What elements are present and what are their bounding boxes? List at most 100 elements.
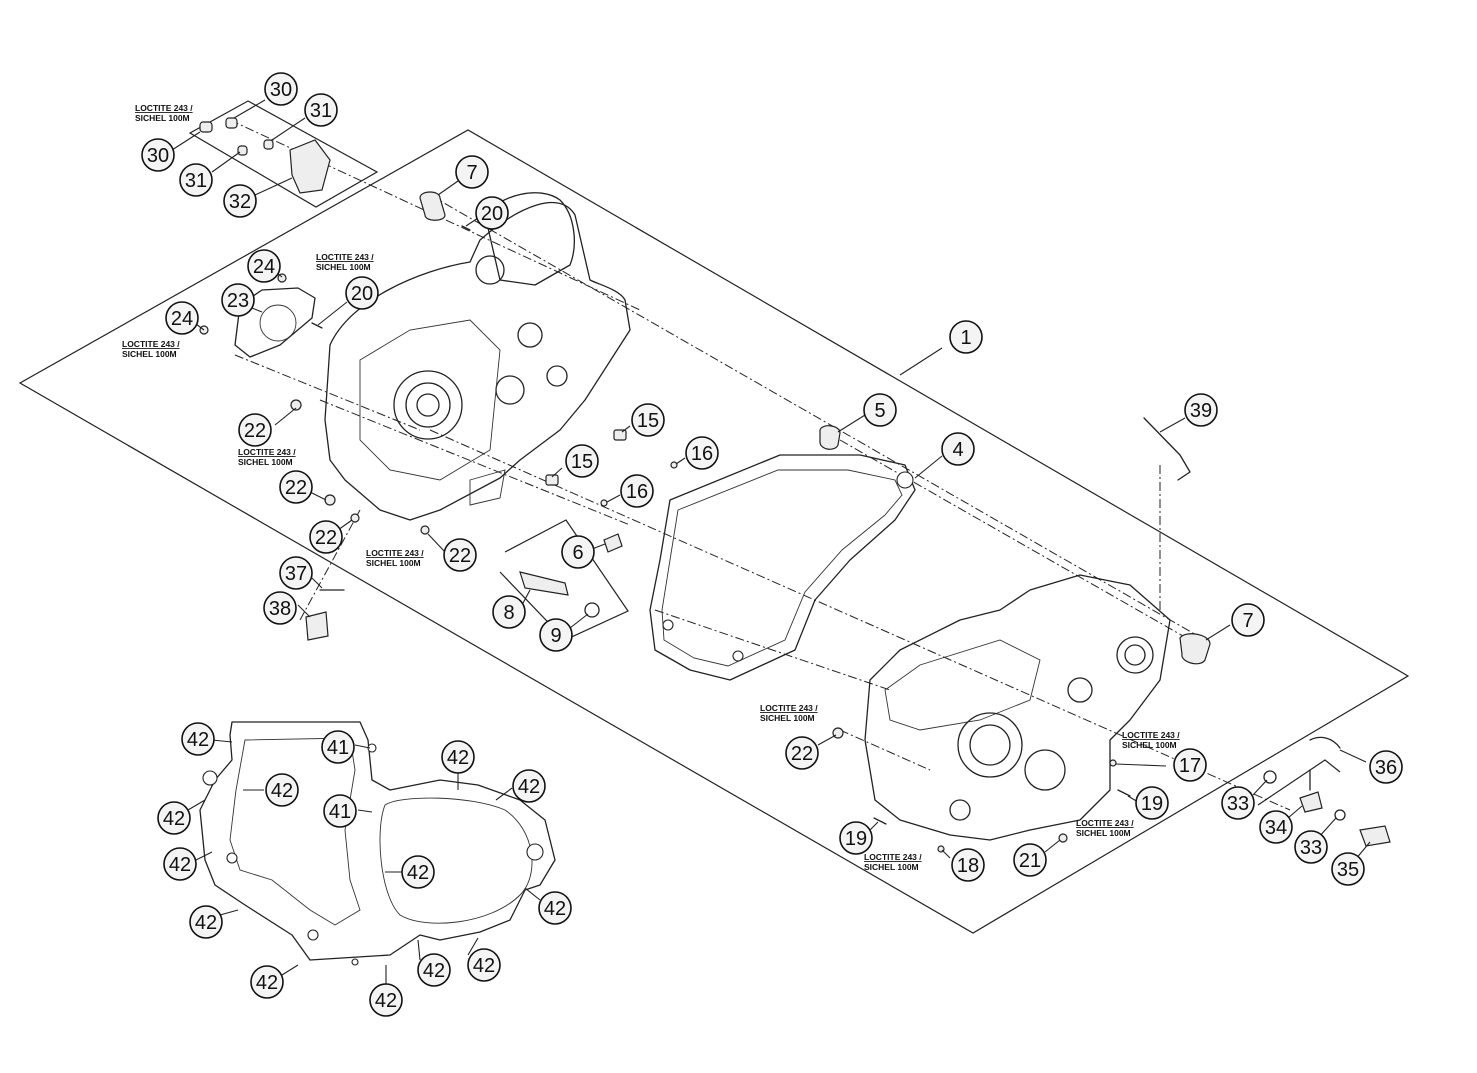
callout-number: 7 — [1242, 610, 1253, 632]
callout-number: 6 — [572, 542, 583, 564]
callout-leader-lines — [171, 99, 1371, 988]
callout-number: 36 — [1375, 757, 1397, 779]
callout-number: 42 — [375, 990, 397, 1012]
callout-bubble — [247, 249, 281, 283]
callout-bubble — [949, 320, 983, 354]
callout-22: 22 — [309, 520, 343, 554]
loctite-note: LOCTITE 243 /SICHEL 100M — [316, 252, 374, 272]
callout-22: 22 — [279, 470, 313, 504]
callout-number: 42 — [544, 898, 566, 920]
callout-20: 20 — [345, 276, 379, 310]
callout-number: 42 — [447, 747, 469, 769]
callout-number: 31 — [310, 100, 332, 122]
callout-30: 30 — [264, 72, 298, 106]
callout-bubble — [265, 773, 299, 807]
svg-text:SICHEL 100M: SICHEL 100M — [122, 349, 177, 359]
callout-42: 42 — [441, 740, 475, 774]
callout-bubble — [189, 905, 223, 939]
large-gasket-outline — [199, 721, 556, 966]
callout-number: 22 — [285, 477, 307, 499]
callout-16: 16 — [620, 474, 654, 508]
callout-number: 15 — [637, 410, 659, 432]
callout-31: 31 — [179, 163, 213, 197]
svg-text:LOCTITE 243 /: LOCTITE 243 / — [135, 103, 193, 113]
assembly-frame-sensor — [188, 100, 379, 208]
callout-bubble — [250, 965, 284, 999]
callout-number: 33 — [1227, 793, 1249, 815]
svg-text:LOCTITE 243 /: LOCTITE 243 / — [760, 703, 818, 713]
callout-38: 38 — [263, 591, 297, 625]
assembly-frame-crankcase — [18, 129, 1410, 934]
callout-number: 22 — [791, 743, 813, 765]
callout-number: 42 — [187, 729, 209, 751]
callout-5: 5 — [863, 393, 897, 427]
callout-bubble — [1013, 843, 1047, 877]
callout-42: 42 — [538, 891, 572, 925]
callout-bubble — [475, 196, 509, 230]
svg-text:SICHEL 100M: SICHEL 100M — [1122, 740, 1177, 750]
callout-9: 9 — [539, 618, 573, 652]
callout-7: 7 — [455, 155, 489, 189]
callout-number: 39 — [1190, 400, 1212, 422]
small-parts — [199, 191, 1391, 853]
callout-32: 32 — [223, 184, 257, 218]
callout-bubble — [238, 413, 272, 447]
callout-bubble — [141, 138, 175, 172]
callout-number: 20 — [351, 283, 373, 305]
callout-6: 6 — [561, 535, 595, 569]
callout-bubble — [321, 730, 355, 764]
callout-42: 42 — [369, 983, 403, 1017]
callout-bubble — [565, 444, 599, 478]
callout-number: 15 — [571, 451, 593, 473]
callout-bubble — [443, 538, 477, 572]
callout-number: 38 — [269, 598, 291, 620]
callout-42: 42 — [512, 769, 546, 803]
callout-22: 22 — [785, 736, 819, 770]
callout-8: 8 — [492, 595, 526, 629]
loctite-note: LOCTITE 243 /SICHEL 100M — [366, 548, 424, 568]
callout-number: 42 — [163, 808, 185, 830]
callout-42: 42 — [417, 953, 451, 987]
callout-42: 42 — [467, 948, 501, 982]
callout-42: 42 — [265, 773, 299, 807]
callout-42: 42 — [250, 965, 284, 999]
callout-19: 19 — [839, 821, 873, 855]
callout-37: 37 — [279, 556, 313, 590]
callout-bubble — [1331, 852, 1365, 886]
callout-bubble — [1294, 830, 1328, 864]
right-crankcase-half — [864, 574, 1171, 841]
callout-bubble — [631, 403, 665, 437]
callout-bubble — [863, 393, 897, 427]
callout-42: 42 — [157, 801, 191, 835]
callout-bubble — [1231, 603, 1265, 637]
callout-number: 42 — [195, 912, 217, 934]
assembly-frame-oil-line — [1257, 759, 1341, 806]
callout-bubble — [179, 163, 213, 197]
callout-number: 7 — [466, 162, 477, 184]
svg-text:LOCTITE 243 /: LOCTITE 243 / — [864, 852, 922, 862]
callout-number: 5 — [874, 400, 885, 422]
callout-bubble — [785, 736, 819, 770]
callout-number: 42 — [271, 780, 293, 802]
callout-number: 21 — [1019, 850, 1041, 872]
callout-bubble — [304, 93, 338, 127]
callout-number: 18 — [957, 855, 979, 877]
callout-42: 42 — [401, 855, 435, 889]
loctite-note: LOCTITE 243 /SICHEL 100M — [238, 447, 296, 467]
callout-bubble — [941, 432, 975, 466]
callout-34: 34 — [1259, 810, 1293, 844]
callout-bubble — [163, 847, 197, 881]
callout-number: 32 — [229, 191, 251, 213]
svg-text:SICHEL 100M: SICHEL 100M — [1076, 828, 1131, 838]
callout-number: 31 — [185, 170, 207, 192]
callout-bubble — [181, 722, 215, 756]
callout-number: 19 — [845, 828, 867, 850]
loctite-note: LOCTITE 243 /SICHEL 100M — [122, 339, 180, 359]
svg-text:SICHEL 100M: SICHEL 100M — [366, 558, 421, 568]
callout-41: 41 — [323, 794, 357, 828]
callout-number: 42 — [256, 972, 278, 994]
sensor-assembly — [199, 117, 331, 194]
callout-bubble — [221, 283, 255, 317]
svg-text:SICHEL 100M: SICHEL 100M — [135, 113, 190, 123]
callout-bubble — [839, 821, 873, 855]
